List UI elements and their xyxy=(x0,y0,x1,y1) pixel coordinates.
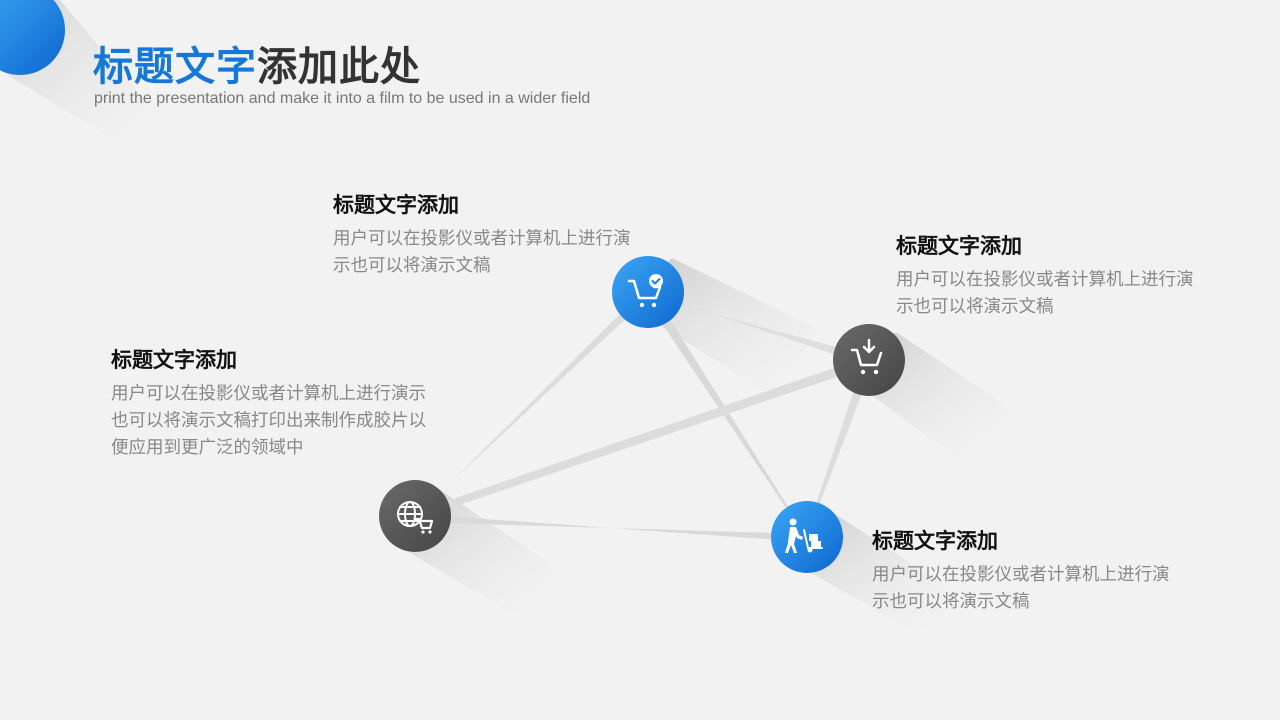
block-text: 用户可以在投影仪或者计算机上进行演示也可以将演示文稿 xyxy=(333,229,631,276)
connector-line xyxy=(415,514,807,542)
title-highlight: 标题文字 xyxy=(93,44,257,90)
hand-truck-icon xyxy=(785,518,823,553)
text-block-globe-cart: 标题文字添加 用户可以在投影仪或者计算机上进行演示也可以将演示文稿打印出来制作成… xyxy=(111,345,441,462)
cart-download-icon xyxy=(850,338,883,375)
block-text: 用户可以在投影仪或者计算机上进行演示也可以将演示文稿 xyxy=(872,565,1170,612)
connector-line xyxy=(415,356,869,520)
node-hand-truck[interactable] xyxy=(771,501,843,573)
block-text: 用户可以在投影仪或者计算机上进行演示也可以将演示文稿 xyxy=(896,270,1194,317)
text-block-cart-check: 标题文字添加 用户可以在投影仪或者计算机上进行演示也可以将演示文稿 xyxy=(333,190,633,280)
connector-line xyxy=(805,360,874,537)
text-block-cart-download: 标题文字添加 用户可以在投影仪或者计算机上进行演示也可以将演示文稿 xyxy=(896,231,1196,321)
page-title: 标题文字添加此处 xyxy=(93,40,421,94)
node-cart-check[interactable] xyxy=(612,256,684,328)
connector-line xyxy=(648,292,869,366)
block-text: 用户可以在投影仪或者计算机上进行演示也可以将演示文稿打印出来制作成胶片以便应用到… xyxy=(111,384,426,458)
cart-check-icon xyxy=(627,274,663,308)
node-cart-download[interactable] xyxy=(833,324,905,396)
block-title: 标题文字添加 xyxy=(333,193,459,217)
connector-line xyxy=(642,294,807,539)
block-title: 标题文字添加 xyxy=(896,234,1022,258)
text-block-hand-truck: 标题文字添加 用户可以在投影仪或者计算机上进行演示也可以将演示文稿 xyxy=(872,526,1172,616)
connector-line xyxy=(415,286,648,518)
block-title: 标题文字添加 xyxy=(872,529,998,553)
corner-circle xyxy=(0,0,65,75)
block-title: 标题文字添加 xyxy=(111,348,237,372)
title-rest: 添加此处 xyxy=(257,44,421,90)
globe-cart-icon xyxy=(397,501,434,534)
node-globe-cart[interactable] xyxy=(379,480,451,552)
page-subtitle: print the presentation and make it into … xyxy=(94,90,591,107)
